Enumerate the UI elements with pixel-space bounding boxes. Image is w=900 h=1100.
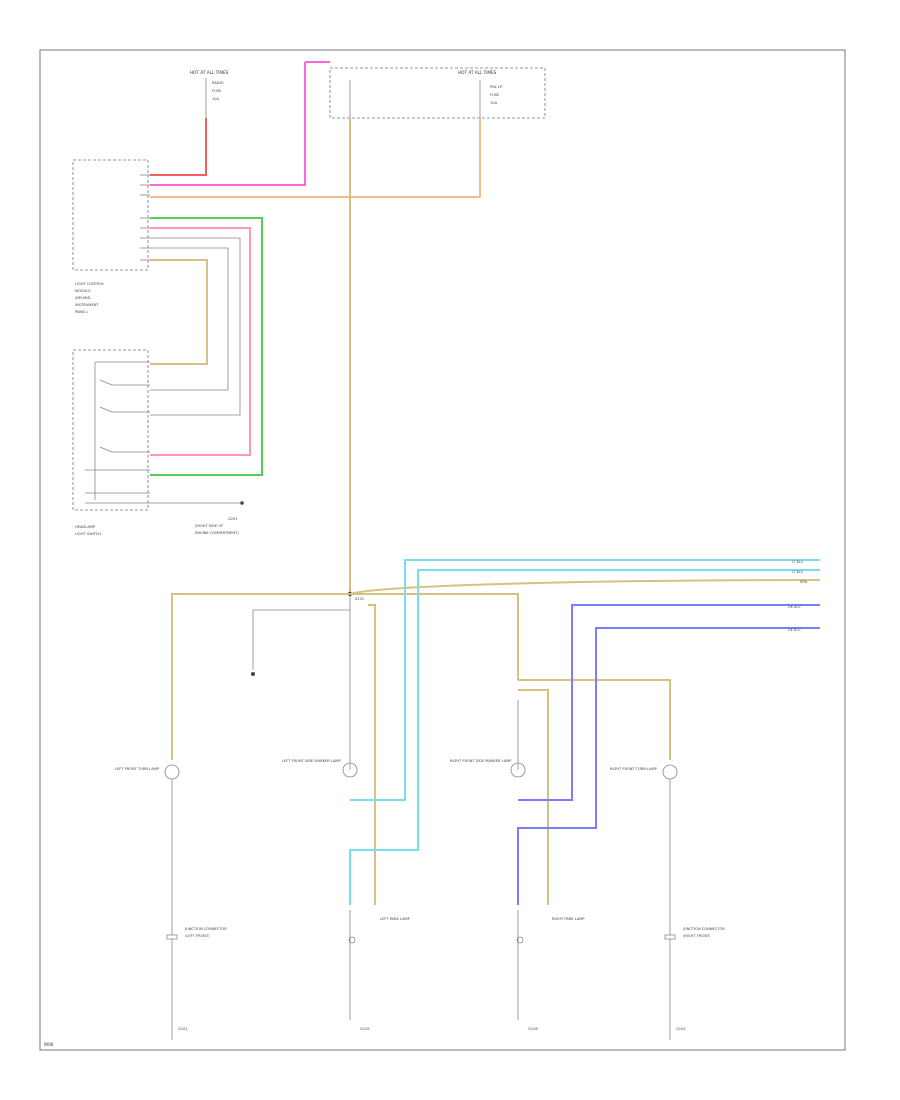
offpage-label-3: BRN <box>800 580 808 584</box>
connector-label-1: JUNCTION CONNECTOR <box>682 927 725 931</box>
hs-label-2: LIGHT SWITCH <box>75 532 101 536</box>
fuse-block-right-box <box>329 67 546 119</box>
connector-icon <box>166 934 178 940</box>
connector-icon <box>664 934 676 940</box>
headlamp-switch-internals <box>85 361 150 504</box>
lamp-label: RIGHT FRONT SIDE MARKER LAMP <box>450 759 512 763</box>
fuse-right-line2: FUSE <box>490 93 500 97</box>
wire-tan-rt-turn <box>518 679 671 760</box>
fuse-left-line3: 10A <box>212 97 220 101</box>
g201-label-2: (RIGHT SIDE OF <box>195 524 223 528</box>
ground-label-1: G101 <box>178 1027 188 1031</box>
wire-rose <box>150 227 251 456</box>
wire-tan-offpage <box>349 579 821 595</box>
ground-label-4: G102 <box>676 1027 686 1031</box>
control-module-label: LIGHT CONTROL MODULE (BEHIND INSTRUMENT … <box>75 282 104 314</box>
bulb-icon <box>164 764 180 780</box>
wire-cyan-1 <box>350 559 820 801</box>
lamp-right-front-turn: RIGHT FRONT TURN LAMP <box>610 764 678 780</box>
cm-label-1: LIGHT CONTROL <box>75 282 104 286</box>
wire-tan-center <box>368 604 376 905</box>
bulb-icon <box>510 762 526 778</box>
offpage-label-2: LT BLU <box>792 570 804 574</box>
control-module-box <box>72 159 149 271</box>
cm-label-2: MODULE <box>75 289 91 293</box>
bulb-icon <box>516 936 524 944</box>
fuse-right-title: HOT AT ALL TIMES <box>458 70 497 75</box>
wire-tan-rt-park <box>518 689 549 905</box>
g201-label-3: ENGINE COMPARTMENT) <box>195 531 239 535</box>
wire-blue-2 <box>517 627 820 905</box>
headlamp-switch-box <box>72 349 149 511</box>
connector-rf-junction: JUNCTION CONNECTOR (RIGHT FRONT) <box>664 927 725 940</box>
connector-right-park: RIGHT PARK LAMP <box>516 917 585 944</box>
offpage-label-5: DK BLU <box>788 628 801 632</box>
lamp-right-front-marker: RIGHT FRONT SIDE MARKER LAMP <box>450 759 526 778</box>
offpage-label-1: LT BLU <box>792 560 804 564</box>
connector-label: RIGHT PARK LAMP <box>552 917 585 921</box>
lamp-label: LEFT FRONT TURN LAMP <box>115 767 160 771</box>
diagram-frame <box>39 49 846 1051</box>
fuse-block-right: HOT AT ALL TIMES PNL LP FUSE 10A <box>349 70 503 118</box>
hs-blade-2 <box>99 406 113 413</box>
bulb-icon <box>348 936 356 944</box>
wire-gray-2 <box>150 247 229 391</box>
g201-label-1: G201 <box>228 517 238 521</box>
ground-icon-center <box>251 672 255 676</box>
connector-label-2: (LEFT FRONT) <box>185 934 210 938</box>
lamp-label: RIGHT FRONT TURN LAMP <box>610 767 658 771</box>
connector-label-1: JUNCTION CONNECTOR <box>184 927 227 931</box>
hs-blade-1 <box>99 379 113 386</box>
hs-blade-3 <box>99 446 113 453</box>
fuse-right-line1: PNL LP <box>490 85 503 89</box>
bulb-icon <box>342 762 358 778</box>
lamp-label: LEFT FRONT SIDE MARKER LAMP <box>282 759 342 763</box>
wire-gray-1 <box>150 237 241 416</box>
wire-green <box>150 217 263 476</box>
cm-label-4: INSTRUMENT <box>75 303 99 307</box>
ground-label-3: G106 <box>528 1027 538 1031</box>
wire-red <box>150 118 207 176</box>
wire-tan-left <box>171 593 350 760</box>
fuse-block-left: HOT AT ALL TIMES RADIO FUSE 10A <box>190 70 229 118</box>
wire-tan-top <box>150 259 208 365</box>
lamp-left-front-turn: LEFT FRONT TURN LAMP <box>115 764 180 780</box>
wire-blue-1 <box>518 604 820 801</box>
cm-label-3: (BEHIND <box>75 296 91 300</box>
splice-label: S201 <box>355 597 364 601</box>
connector-label-2: (RIGHT FRONT) <box>683 934 711 938</box>
fuse-left-line1: RADIO <box>212 81 224 85</box>
ground-label-2: G105 <box>360 1027 370 1031</box>
connector-left-park: LEFT PARK LAMP <box>348 917 411 944</box>
connector-label: LEFT PARK LAMP <box>380 917 411 921</box>
footer-code: W06 <box>44 1042 54 1047</box>
hs-label-1: HEADLAMP <box>75 525 96 529</box>
wire-gray-ground <box>252 594 351 670</box>
fuse-left-line2: FUSE <box>212 89 222 93</box>
wire-peach <box>150 118 481 198</box>
g201-ground-icon <box>240 501 244 505</box>
lamp-left-front-marker: LEFT FRONT SIDE MARKER LAMP <box>282 759 358 778</box>
bulb-icon <box>662 764 678 780</box>
fuse-right-line3: 10A <box>490 101 498 105</box>
wire-pink <box>150 61 330 186</box>
cm-label-5: PANEL) <box>75 310 88 314</box>
fuse-left-title: HOT AT ALL TIMES <box>190 70 229 75</box>
wire-cyan-2 <box>349 569 820 905</box>
control-module-pins <box>140 174 150 261</box>
offpage-label-4: DK BLU <box>788 605 801 609</box>
connector-lf-junction: JUNCTION CONNECTOR (LEFT FRONT) <box>166 927 227 940</box>
